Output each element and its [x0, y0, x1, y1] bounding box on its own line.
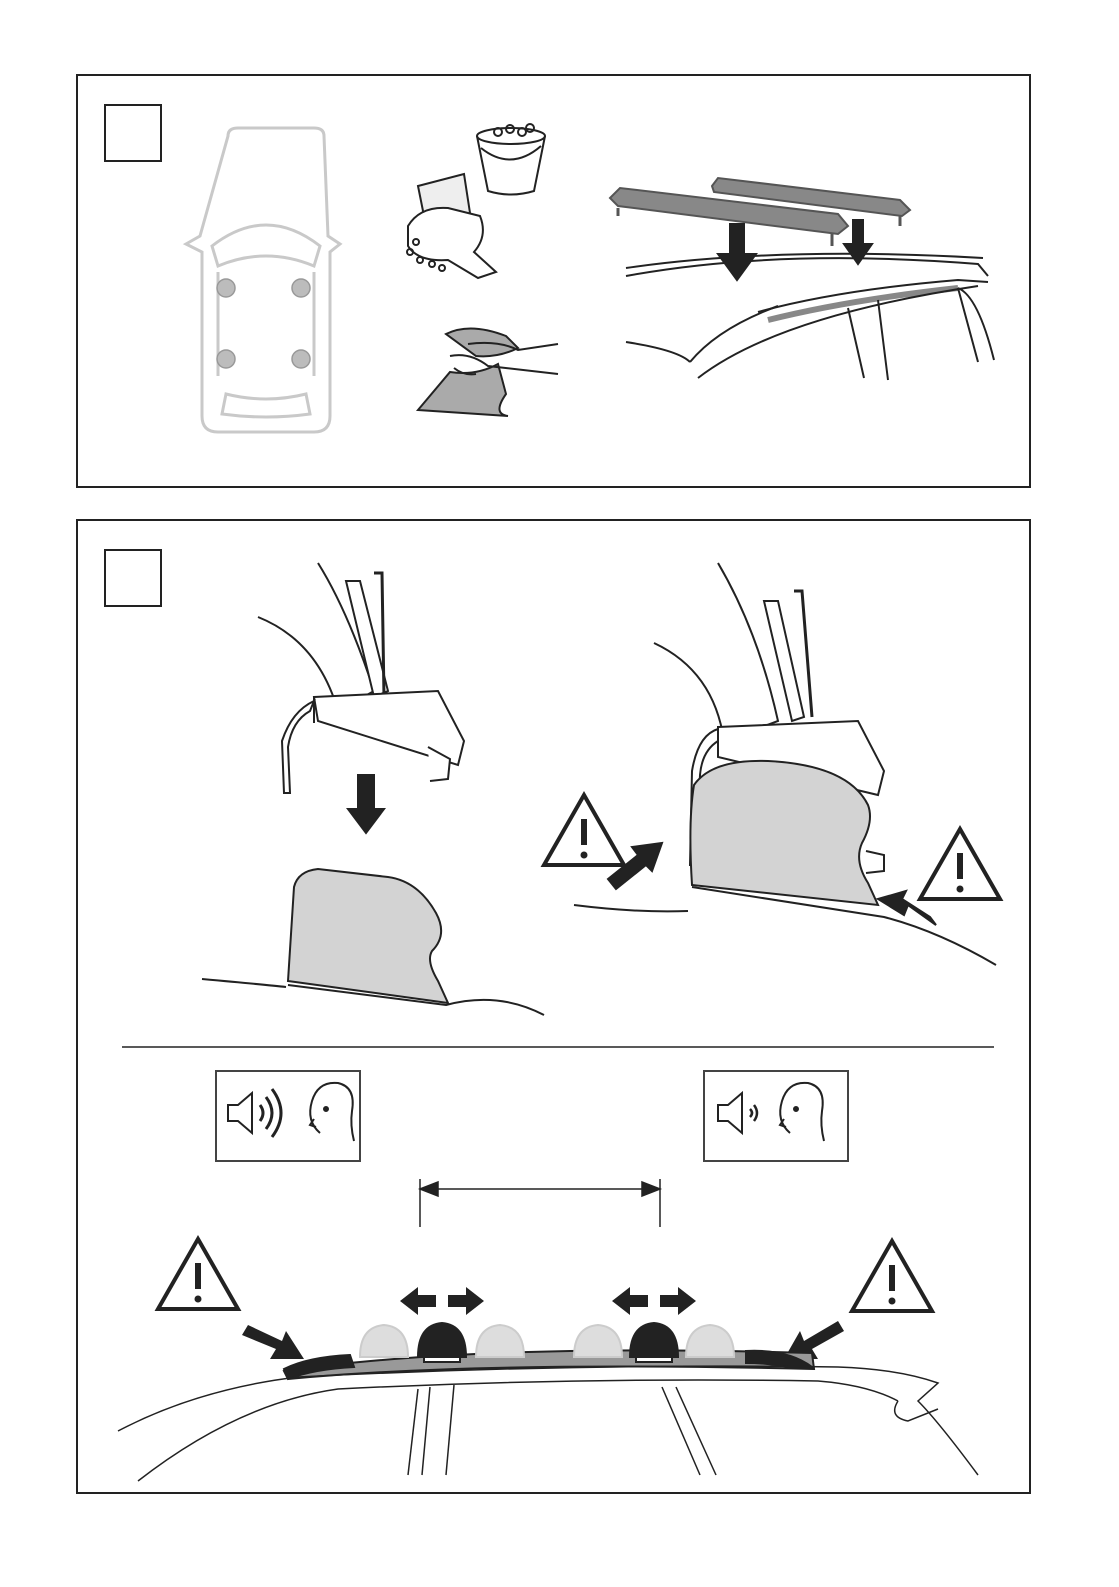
- step-panel-1: [76, 74, 1031, 488]
- step-panel-2: [76, 519, 1031, 1494]
- arrow-icon: [400, 1287, 696, 1315]
- sound-quiet-icon: [704, 1071, 848, 1161]
- warning-triangle-icon: [920, 829, 1000, 899]
- dry-with-cloth-icon: [418, 328, 558, 416]
- car-top-view-icon: [186, 128, 340, 432]
- car-side-roof-outline: [118, 1366, 978, 1481]
- wash-with-soap-icon: [407, 124, 545, 278]
- warning-triangle-icon: [852, 1241, 932, 1311]
- crossbars-on-roof-icon: [610, 178, 994, 380]
- sound-loud-icon: [216, 1071, 360, 1161]
- panel-1-illustrations: [78, 76, 1033, 490]
- foot-lowered-icon: [202, 563, 544, 1015]
- warning-triangle-icon: [158, 1239, 238, 1309]
- arrow-icon: [242, 1325, 304, 1359]
- warning-triangle-icon: [544, 795, 624, 865]
- crossbar-spacing-dimension: [420, 1179, 660, 1227]
- roof-rail-with-feet: [284, 1323, 814, 1379]
- foot-clamped-icon: [574, 563, 996, 965]
- panel-2-illustrations: [78, 521, 1033, 1496]
